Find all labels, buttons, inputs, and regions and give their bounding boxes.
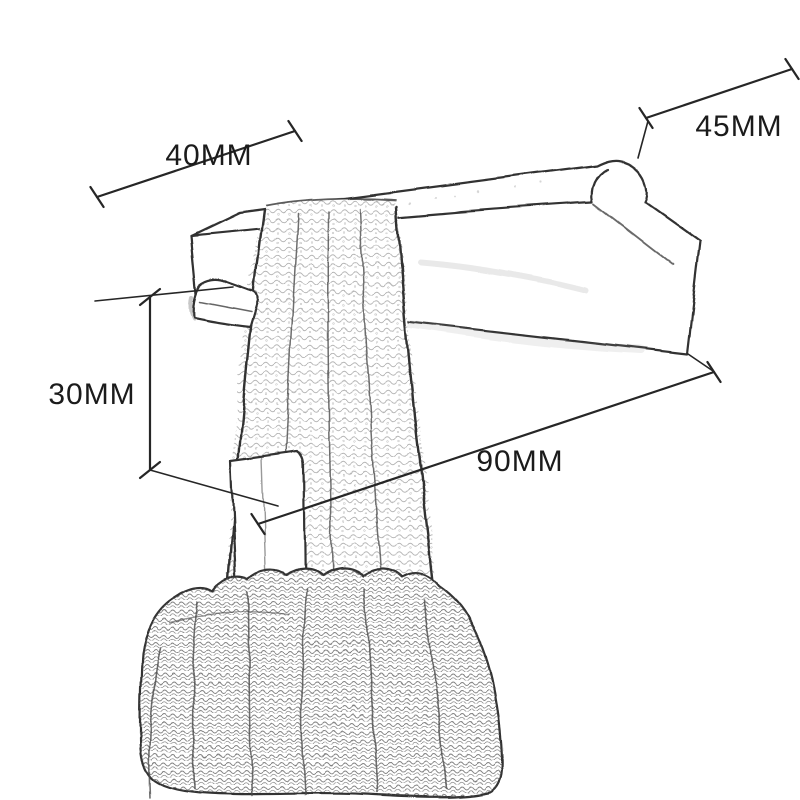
towel-strap-fold-2 — [326, 211, 334, 581]
towel-mass-arc — [169, 611, 289, 623]
dim-length-tick-right — [706, 360, 722, 384]
front-face-shading — [417, 259, 588, 293]
towel-mass-fold-4 — [363, 587, 378, 793]
dim-length-line — [256, 370, 716, 526]
dim-width-line — [95, 129, 297, 199]
dim-height-extension-bottom — [149, 469, 279, 507]
dim-depth-extension — [637, 120, 649, 159]
towel-mass-texture — [140, 567, 503, 797]
dim-height-tick-top — [138, 287, 162, 307]
hook-right-arm-edge — [593, 203, 675, 267]
towel-strap-top-edge — [265, 197, 397, 207]
speckle — [476, 190, 480, 194]
sketch-group — [138, 159, 702, 799]
dim-label-width: 40MM — [165, 139, 253, 172]
dim-depth-line — [644, 67, 794, 120]
hook-right-tip-inner-curve — [590, 167, 609, 204]
left-hook-tip-outline — [191, 277, 260, 329]
dim-label-length: 90MM — [476, 445, 564, 478]
dim-height — [94, 286, 279, 507]
dim-width-tick-left — [89, 185, 105, 209]
towel-mass — [138, 566, 504, 799]
left-hook-tip — [187, 277, 260, 329]
towel-mass-fold-1 — [191, 601, 199, 789]
speckle — [408, 201, 412, 205]
towel-mass-fold-6 — [148, 647, 161, 799]
speckle — [514, 187, 516, 189]
dim-depth-tick-right — [784, 57, 800, 81]
dim-depth — [637, 57, 800, 159]
speckle — [435, 197, 437, 199]
dim-label-height: 30MM — [48, 378, 136, 411]
speckle — [538, 182, 542, 186]
left-hook-tip-shadow — [187, 294, 195, 321]
dim-width-tick-right — [287, 119, 303, 143]
dim-label-depth: 45MM — [695, 110, 783, 143]
speckle — [454, 195, 456, 197]
dim-length-extension-right — [687, 353, 714, 372]
towel-mass-fold-5 — [423, 599, 447, 789]
left-hook-tip-fold — [198, 300, 252, 312]
dim-length — [250, 353, 722, 536]
dimension-lines — [89, 57, 800, 536]
dim-height-extension-top — [94, 286, 234, 302]
dim-length-tick-left — [250, 512, 266, 536]
towel-mass-fold-3 — [301, 587, 307, 796]
dim-width — [89, 119, 303, 209]
towel-strap-fold-3 — [359, 208, 383, 579]
dim-depth-tick-left — [638, 106, 654, 130]
towel-mass-fold-2 — [247, 591, 253, 796]
